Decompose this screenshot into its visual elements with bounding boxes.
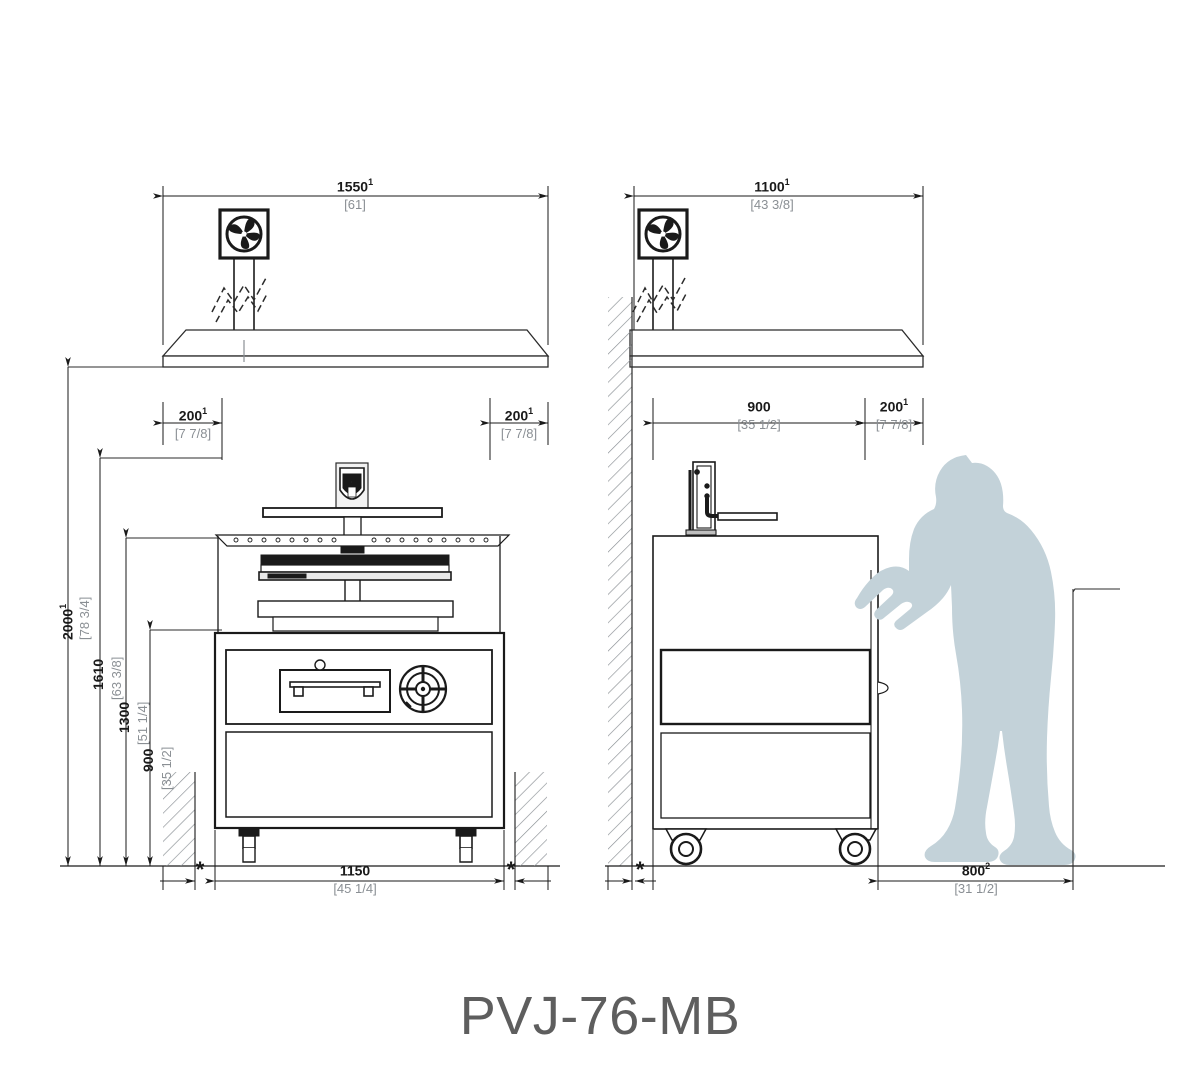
machine-depth-inch: [35 1/2] xyxy=(737,417,781,433)
dim-label-height-900-inch: [35 1/2] xyxy=(158,747,176,790)
left-clearance-inch: [7 7/8] xyxy=(174,426,212,442)
front-clearance-sup: 1 xyxy=(903,397,909,407)
dim-label-height-900: 900 xyxy=(140,749,158,772)
dim-hood-depth xyxy=(624,186,924,345)
caster-side-left xyxy=(664,828,708,866)
overall-height-mm: 2000 xyxy=(59,608,76,640)
machine-width-inch: [45 1/4] xyxy=(333,881,377,897)
machine-frame-front xyxy=(217,536,501,633)
dim-label-hood-width: 15501 [61] xyxy=(336,177,374,213)
height-1610-mm: 1610 xyxy=(90,658,106,690)
dim-label-height-1610-inch: [63 3/8] xyxy=(108,657,126,700)
dim-label-hood-depth: 11001 [43 3/8] xyxy=(750,177,794,213)
overall-height-sup: 1 xyxy=(58,603,68,609)
operator-space-inch: [31 1/2] xyxy=(954,881,998,897)
height-900-inch: [35 1/2] xyxy=(159,746,174,790)
height-1610-inch: [63 3/8] xyxy=(109,656,124,700)
front-clearance-inch: [7 7/8] xyxy=(875,417,913,433)
dim-label-height-1610: 1610 xyxy=(90,659,108,690)
height-1300-inch: [51 1/4] xyxy=(135,701,150,745)
ventilation-fan-icon-side xyxy=(637,208,689,260)
page-title: PVJ-76-MB xyxy=(459,986,741,1046)
brand-shield-badge: 1965 xyxy=(335,462,369,509)
dim-hood-width xyxy=(153,186,549,345)
hood-depth-inch: [43 3/8] xyxy=(750,197,794,213)
dim-label-front-clearance: 2001 [7 7/8] xyxy=(875,397,913,433)
front-elevation-view: 1965 xyxy=(60,186,560,890)
dim-label-left-clearance: 2001 [7 7/8] xyxy=(174,406,212,442)
svg-text:1965: 1965 xyxy=(345,479,360,486)
asterisk-side-left: * xyxy=(635,857,645,882)
dim-label-right-clearance: 2001 [7 7/8] xyxy=(500,406,538,442)
operator-space-sup: 2 xyxy=(985,861,991,871)
dim-operator-space xyxy=(868,588,1120,890)
asterisk-front-left: * xyxy=(195,857,205,882)
machine-depth-mm: 900 xyxy=(747,398,771,415)
press-arm-side xyxy=(685,461,778,536)
hood-width-mm: 1550 xyxy=(336,178,369,195)
height-1300-mm: 1300 xyxy=(116,701,132,733)
right-clearance-mm: 200 xyxy=(504,407,529,424)
right-clearance-inch: [7 7/8] xyxy=(500,426,538,442)
dim-machine-width-front xyxy=(160,830,551,890)
exhaust-hood-side xyxy=(629,329,925,368)
operator-silhouette xyxy=(854,455,1076,865)
duct-break-zigzag-front xyxy=(211,277,269,323)
left-clearance-mm: 200 xyxy=(178,407,203,424)
height-900-mm: 900 xyxy=(140,748,156,772)
ventilation-fan-icon-front xyxy=(218,208,270,260)
dim-clearance-front xyxy=(153,398,549,460)
handwheel-icon xyxy=(398,664,448,714)
press-head-assembly-front: 1965 xyxy=(214,462,511,632)
cabinet-side xyxy=(652,535,889,830)
caster-front-right xyxy=(455,827,477,863)
front-clearance-mm: 200 xyxy=(879,398,904,415)
dim-wall-gap-side xyxy=(605,830,656,890)
exhaust-duct-side xyxy=(652,258,674,330)
dim-label-machine-depth: 900 [35 1/2] xyxy=(737,398,780,431)
hood-depth-sup: 1 xyxy=(784,177,790,187)
left-clearance-sup: 1 xyxy=(202,406,208,416)
wall-hatch-side xyxy=(608,297,633,866)
caster-side-right xyxy=(834,828,878,866)
dim-label-machine-width: 1150 [45 1/4] xyxy=(333,862,376,895)
exhaust-hood-front xyxy=(161,329,550,368)
right-clearance-sup: 1 xyxy=(528,406,534,416)
asterisk-front-right: * xyxy=(506,857,516,882)
hood-width-inch: [61] xyxy=(344,197,366,213)
dim-label-height-1300-inch: [51 1/4] xyxy=(134,702,152,745)
dim-depth-side xyxy=(643,398,924,460)
dim-vertical-front xyxy=(65,357,153,866)
overall-height-inch: [78 3/4] xyxy=(77,596,92,640)
duct-break-zigzag-side xyxy=(632,277,688,323)
dim-label-operator-space: 8002 [31 1/2] xyxy=(954,861,998,897)
side-elevation-view xyxy=(605,186,1165,890)
machine-width-mm: 1150 xyxy=(339,862,371,879)
dim-label-overall-height-inch: [78 3/4] xyxy=(76,597,94,640)
wall-hatch-front-left xyxy=(163,772,196,866)
dim-label-height-1300: 1300 xyxy=(116,702,134,733)
wall-hatch-front-right xyxy=(514,772,547,866)
cabinet-front xyxy=(213,631,506,830)
hood-width-sup: 1 xyxy=(368,177,374,187)
hood-depth-mm: 1100 xyxy=(754,178,785,195)
caster-front-left xyxy=(238,827,260,863)
operator-space-mm: 800 xyxy=(961,862,986,879)
exhaust-duct-front xyxy=(233,258,255,330)
dim-label-overall-height: 20001 xyxy=(58,604,77,640)
